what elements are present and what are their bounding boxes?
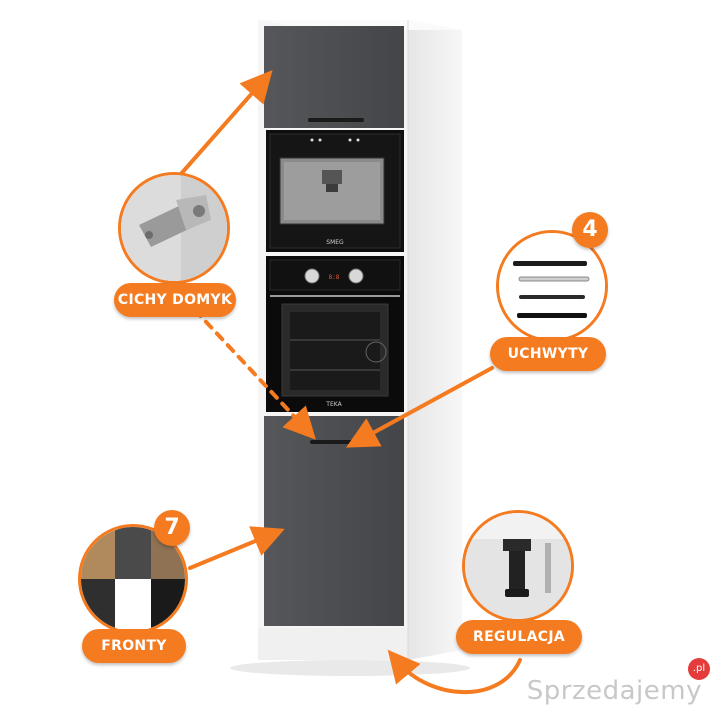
arrow-to-top-front — [178, 69, 273, 177]
fronts-label: FRONTY — [82, 629, 186, 663]
bottom-front-handle — [310, 440, 366, 444]
arrow-to-leg — [387, 649, 522, 695]
callout-arrows — [178, 69, 522, 695]
fronts-count-badge: 7 — [154, 510, 190, 546]
handles-icon — [499, 233, 605, 339]
coffee-brand-label: SMEG — [326, 239, 344, 246]
oven-knob-right — [348, 268, 364, 284]
cabinet-plinth — [258, 628, 408, 660]
adjustable-leg-icon — [465, 513, 571, 619]
arrow-to-handle — [345, 366, 494, 448]
bottom-front-panel — [264, 416, 404, 626]
hinge-detail-circle — [118, 172, 230, 284]
svg-text:8:8: 8:8 — [329, 274, 340, 281]
watermark: Sprzedajemy — [527, 676, 702, 706]
leveling-detail-circle — [462, 510, 574, 622]
oven-brand-label: TEKA — [325, 401, 342, 408]
leveling-label: REGULACJA — [456, 620, 582, 654]
arrow-to-front — [188, 526, 285, 570]
watermark-dot: .pl — [688, 658, 710, 680]
top-front-panel — [264, 26, 404, 128]
handles-count-badge: 4 — [572, 212, 608, 248]
handles-label: UCHWYTY — [490, 337, 606, 371]
watermark-text: Sprzedajemy — [526, 676, 702, 706]
tall-cabinet: SMEG 8:8 TEKA — [258, 20, 462, 660]
built-in-oven: 8:8 TEKA — [266, 256, 404, 412]
built-in-coffee-machine: SMEG — [266, 130, 404, 252]
top-front-handle — [308, 118, 364, 122]
cabinet-side — [408, 20, 462, 660]
hinge-icon — [121, 175, 227, 281]
oven-knob-left — [304, 268, 320, 284]
floor-shadow — [230, 660, 470, 676]
handles-detail-circle — [496, 230, 608, 342]
hinge-label: CICHY DOMYK — [114, 283, 236, 317]
arrow-to-hinge — [193, 308, 316, 440]
